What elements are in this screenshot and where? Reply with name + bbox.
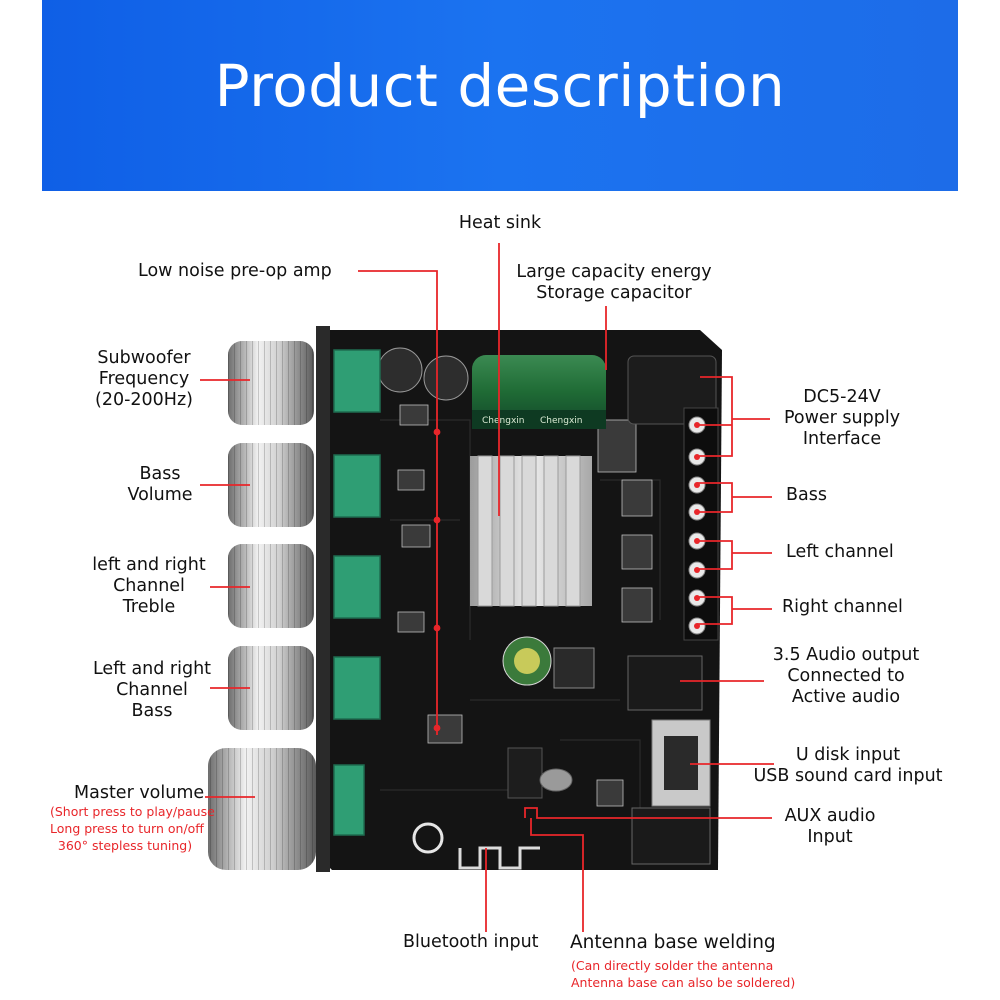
storage-capacitor <box>472 355 606 429</box>
crystal <box>539 768 573 792</box>
label-master-note-1: (Short press to play/pause <box>50 804 215 819</box>
label-antenna-notes: (Can directly solder the antenna Antenna… <box>571 957 795 991</box>
label-preamp: Low noise pre-op amp <box>138 261 332 281</box>
aux-jack <box>631 807 711 865</box>
label-aux: AUX audio Input <box>770 806 890 848</box>
label-bass-volume: Bass Volume <box>100 464 220 506</box>
label-lr-bass: Left and right Channel Bass <box>74 659 230 722</box>
usb-port <box>651 719 711 807</box>
label-treble: left and right Channel Treble <box>74 555 224 618</box>
label-usb: U disk input USB sound card input <box>748 745 948 787</box>
smd-parts <box>397 404 653 807</box>
label-audio-out-2: Connected to <box>787 666 905 686</box>
label-master-note-3: 360° stepless tuning) <box>57 838 193 853</box>
label-bass: Bass <box>786 485 827 505</box>
label-dc-3: Interface <box>802 429 882 449</box>
label-master-note-2: Long press to turn on/off <box>50 821 204 836</box>
label-bluetooth: Bluetooth input <box>403 932 539 952</box>
label-treble-1: left and right <box>92 555 206 575</box>
label-subwoofer-1: Subwoofer <box>97 348 191 368</box>
label-capacitor: Large capacity energy Storage capacitor <box>494 262 734 304</box>
label-aux-2: Input <box>807 827 853 847</box>
label-audio-out: 3.5 Audio output Connected to Active aud… <box>766 645 926 708</box>
label-antenna-note-1: (Can directly solder the antenna <box>571 958 774 973</box>
header-banner: Product description <box>42 0 958 191</box>
dc-jack <box>627 355 717 425</box>
cap-brand-1: Chengxin <box>482 416 524 426</box>
label-usb-1: U disk input <box>795 745 901 765</box>
heat-sink <box>470 455 592 607</box>
label-left-channel: Left channel <box>786 542 894 562</box>
ce-mark <box>412 822 444 854</box>
label-lr-bass-3: Bass <box>131 701 173 721</box>
label-antenna: Antenna base welding <box>570 932 776 953</box>
label-heat-sink: Heat sink <box>458 213 542 233</box>
label-lr-bass-1: Left and right <box>92 659 212 679</box>
label-bass-volume-1: Bass <box>139 464 181 484</box>
label-capacitor-2: Storage capacitor <box>536 283 692 303</box>
callout-lines <box>200 243 774 932</box>
page-title: Product description <box>214 52 786 120</box>
label-audio-out-3: Active audio <box>791 687 901 707</box>
label-treble-2: Channel <box>113 576 185 596</box>
label-capacitor-1: Large capacity energy <box>516 262 712 282</box>
label-master-notes: (Short press to play/pause Long press to… <box>50 803 215 854</box>
audio-out-jack <box>627 655 703 711</box>
label-treble-3: Treble <box>122 597 176 617</box>
pots <box>333 349 381 836</box>
small-capacitors <box>377 347 552 686</box>
label-subwoofer: Subwoofer Frequency (20-200Hz) <box>70 348 218 411</box>
label-dc-2: Power supply <box>783 408 901 428</box>
front-panel <box>316 326 330 872</box>
label-usb-2: USB sound card input <box>753 766 943 786</box>
label-bass-volume-2: Volume <box>127 485 193 505</box>
main-ic <box>507 747 543 799</box>
cap-brand-2: Chengxin <box>540 416 582 426</box>
label-audio-out-1: 3.5 Audio output <box>772 645 920 665</box>
antenna-trace <box>458 846 540 870</box>
label-dc-1: DC5-24V <box>803 387 881 407</box>
label-subwoofer-3: (20-200Hz) <box>95 390 193 410</box>
label-master-volume: Master volume <box>74 783 205 803</box>
label-antenna-note-2: Antenna base can also be soldered) <box>571 975 796 990</box>
label-dc: DC5-24V Power supply Interface <box>772 387 912 450</box>
screw-terminals <box>683 407 719 641</box>
label-lr-bass-2: Channel <box>116 680 188 700</box>
label-subwoofer-2: Frequency <box>98 369 190 389</box>
label-right-channel: Right channel <box>782 597 903 617</box>
regulator <box>553 647 595 689</box>
label-aux-1: AUX audio <box>784 806 876 826</box>
